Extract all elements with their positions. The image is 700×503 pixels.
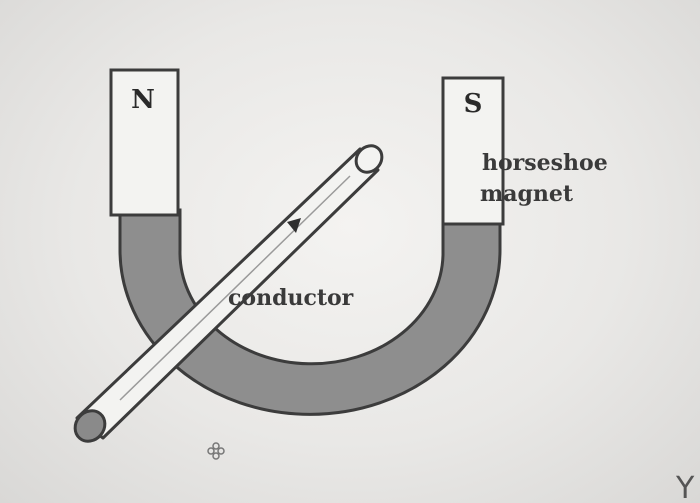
corner-text: Y	[675, 471, 695, 503]
conductor-end-cap	[73, 409, 107, 443]
arrowhead-icon	[287, 218, 301, 233]
south-pole-label: S	[464, 89, 483, 119]
conductor-rod	[73, 144, 384, 443]
magnet-curved-body	[118, 208, 502, 416]
magnet-label-line2: magnet	[480, 181, 574, 207]
north-pole-arm	[109, 68, 180, 217]
conductor-label: conductor	[228, 285, 354, 311]
south-pole-arm	[441, 76, 505, 226]
north-pole-label: N	[131, 85, 155, 115]
move-cursor-icon	[207, 442, 225, 460]
magnet-label-line1: horseshoe	[482, 150, 608, 176]
